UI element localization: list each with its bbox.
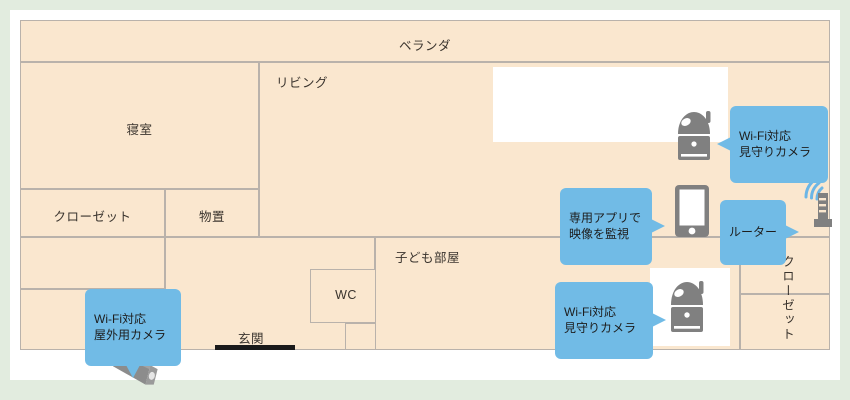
room-wc: WC bbox=[310, 269, 382, 323]
smartphone-icon bbox=[675, 185, 709, 237]
floor-plan: ベランダ 寝室 リビング クローゼット 物置 玄関 WC 子ども部屋 bbox=[20, 20, 832, 385]
dome-camera-icon bbox=[672, 108, 720, 162]
room-veranda: ベランダ bbox=[20, 20, 830, 62]
room-label-wc: WC bbox=[335, 288, 357, 302]
callout-outdoor-camera-text: Wi-Fi対応 屋外用カメラ bbox=[94, 312, 167, 343]
room-label-entrance: 玄関 bbox=[238, 332, 265, 346]
room-label-storage: 物置 bbox=[198, 210, 225, 224]
callout-tail-icon bbox=[785, 225, 799, 240]
room-closet-left: クローゼット bbox=[20, 189, 165, 237]
room-label-kids: 子ども部屋 bbox=[395, 251, 461, 265]
room-label-closet-left: クローゼット bbox=[53, 210, 132, 224]
room-label-veranda: ベランダ bbox=[398, 39, 451, 53]
callout-app-monitor: 専用アプリで 映像を監視 bbox=[560, 188, 665, 265]
room-label-closet-right: クローゼット bbox=[780, 255, 794, 342]
callout-living-camera: Wi-Fi対応 見守りカメラ bbox=[717, 106, 828, 183]
callout-tail-icon bbox=[652, 313, 666, 328]
callout-living-camera-text: Wi-Fi対応 見守りカメラ bbox=[739, 129, 812, 160]
room-closet-right-lower bbox=[740, 294, 830, 350]
entrance-door-line bbox=[215, 345, 295, 350]
callout-outdoor-camera: Wi-Fi対応 屋外用カメラ bbox=[85, 289, 181, 378]
room-storage: 物置 bbox=[165, 189, 259, 237]
room-left-strip-upper bbox=[20, 237, 165, 289]
callout-router: ルーター bbox=[720, 200, 799, 265]
room-bedroom: 寝室 bbox=[20, 62, 259, 189]
callout-tail-icon bbox=[651, 219, 665, 234]
wifi-router-icon bbox=[798, 175, 838, 233]
callout-tail-icon bbox=[717, 137, 731, 152]
diagram-card: ベランダ 寝室 リビング クローゼット 物置 玄関 WC 子ども部屋 bbox=[10, 10, 840, 385]
callout-tail-icon bbox=[126, 364, 140, 378]
callout-router-text: ルーター bbox=[729, 225, 778, 240]
callout-app-monitor-text: 専用アプリで 映像を監視 bbox=[569, 211, 642, 242]
room-label-bedroom: 寝室 bbox=[126, 123, 153, 137]
callout-kids-camera-text: Wi-Fi対応 見守りカメラ bbox=[564, 305, 637, 336]
dome-camera-icon bbox=[665, 277, 713, 335]
room-label-living: リビング bbox=[276, 76, 329, 90]
callout-kids-camera: Wi-Fi対応 見守りカメラ bbox=[555, 282, 666, 359]
